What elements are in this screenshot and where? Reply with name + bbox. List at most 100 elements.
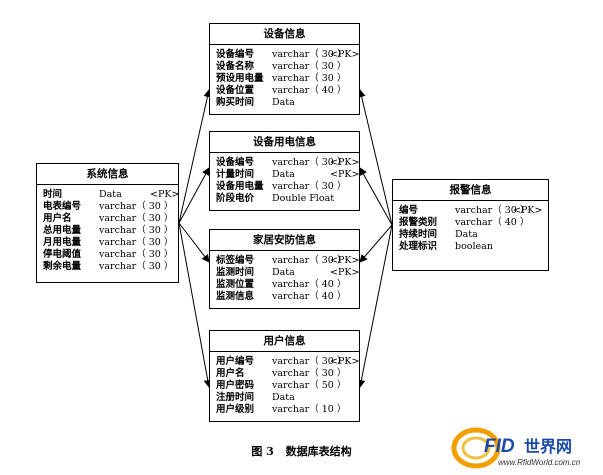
field-name: 总用电量: [43, 225, 82, 236]
table-title: 系统信息: [37, 164, 178, 185]
field-type: varchar（ 30 ）: [455, 205, 530, 216]
field-name: 停电阈值: [43, 249, 82, 260]
arrow-alarm-to-equip: [357, 89, 393, 226]
svg-text:世界网: 世界网: [524, 438, 572, 456]
field-name: 监测信息: [216, 291, 255, 302]
field-type: Data: [272, 169, 295, 180]
table-row: 标签编号 varchar（ 30 ）<PK>: [210, 255, 359, 267]
field-type: Data: [272, 97, 295, 108]
field-type: Data: [99, 189, 122, 200]
arrow-sys-to-security: [178, 222, 210, 263]
arrow-sys-to-user: [178, 222, 212, 388]
field-key: <PK>: [150, 189, 180, 200]
field-type: varchar（ 30 ）: [272, 73, 347, 84]
field-type: varchar（ 30 ）: [272, 368, 347, 379]
field-name: 设备用电量: [216, 181, 264, 192]
field-name: 编号: [399, 205, 419, 216]
field-name: 计量时间: [216, 169, 255, 180]
arrow-alarm-to-security: [359, 224, 393, 263]
field-type: varchar（ 40 ）: [272, 85, 347, 96]
field-name: 预设用电量: [216, 73, 264, 84]
field-name: 监测时间: [216, 267, 255, 278]
arrow-alarm-to-user: [357, 224, 393, 388]
table-row: 计量时间 Data <PK>: [210, 169, 359, 181]
field-name: 设备编号: [216, 49, 255, 60]
table-row: 监测时间 Data <PK>: [210, 267, 359, 279]
field-type: varchar（ 30 ）: [99, 213, 174, 224]
field-name: 注册时间: [216, 392, 255, 403]
table-row: 月用电量 varchar（ 30 ）: [37, 237, 178, 249]
svg-text:FID: FID: [484, 436, 515, 457]
field-key: <PK>: [330, 267, 360, 278]
field-name: 用户编号: [216, 356, 255, 367]
field-type: varchar（ 30 ）: [272, 157, 347, 168]
field-name: 剩余电量: [43, 261, 82, 272]
table-row: 用户名 varchar（ 30 ）: [37, 213, 178, 225]
table-title: 设备用电信息: [210, 132, 359, 153]
field-name: 用户名: [43, 213, 72, 224]
field-key: <PK>: [330, 255, 360, 266]
field-type: varchar（ 40 ）: [272, 279, 347, 290]
field-type: Double Float: [272, 193, 335, 204]
table-row: 购买时间 Data: [210, 97, 359, 109]
field-type: varchar（ 40 ）: [455, 217, 530, 228]
field-type: varchar（ 30 ）: [272, 49, 347, 60]
figure-caption: 图 3 数据库表结构: [0, 443, 603, 459]
field-name: 设备位置: [216, 85, 255, 96]
field-name: 标签编号: [216, 255, 255, 266]
field-name: 持续时间: [399, 229, 438, 240]
field-key: <PK>: [330, 356, 360, 367]
field-type: varchar（ 30 ）: [272, 61, 347, 72]
table-title: 报警信息: [393, 180, 548, 201]
field-name: 监测位置: [216, 279, 255, 290]
table-title: 用户信息: [210, 331, 359, 352]
rfid-world-logo: FID 世界网 www.RfidWorld.com.cn: [451, 427, 581, 469]
field-name: 购买时间: [216, 97, 255, 108]
svg-text:www.RfidWorld.com.cn: www.RfidWorld.com.cn: [498, 458, 581, 467]
field-type: Data: [272, 267, 295, 278]
field-name: 用户密码: [216, 380, 255, 391]
arrow-alarm-to-power: [359, 167, 393, 226]
field-name: 设备编号: [216, 157, 255, 168]
field-key: <PK>: [330, 157, 360, 168]
caption-text: 数据库表结构: [285, 445, 352, 458]
field-type: varchar（ 10 ）: [272, 404, 347, 415]
arrow-sys-to-equip: [178, 89, 212, 224]
field-key: <PK>: [330, 169, 360, 180]
field-type: varchar（ 40 ）: [272, 291, 347, 302]
field-name: 报警类别: [399, 217, 438, 228]
table-row: 报警类别 varchar（ 40 ）: [393, 217, 548, 229]
table-row: 预设用电量 varchar（ 30 ）: [210, 73, 359, 85]
field-type: varchar（ 30 ）: [99, 201, 174, 212]
field-type: boolean: [455, 241, 493, 252]
field-type: varchar（ 30 ）: [272, 255, 347, 266]
field-type: varchar（ 30 ）: [99, 237, 174, 248]
table-row: 监测信息 varchar（ 40 ）: [210, 291, 359, 303]
field-name: 月用电量: [43, 237, 82, 248]
caption-number: 图 3: [251, 445, 274, 458]
field-type: varchar（ 30 ）: [99, 225, 174, 236]
table-row: 监测位置 varchar（ 40 ）: [210, 279, 359, 291]
table-row: 总用电量 varchar（ 30 ）: [37, 225, 178, 237]
table-title: 设备信息: [210, 24, 359, 45]
